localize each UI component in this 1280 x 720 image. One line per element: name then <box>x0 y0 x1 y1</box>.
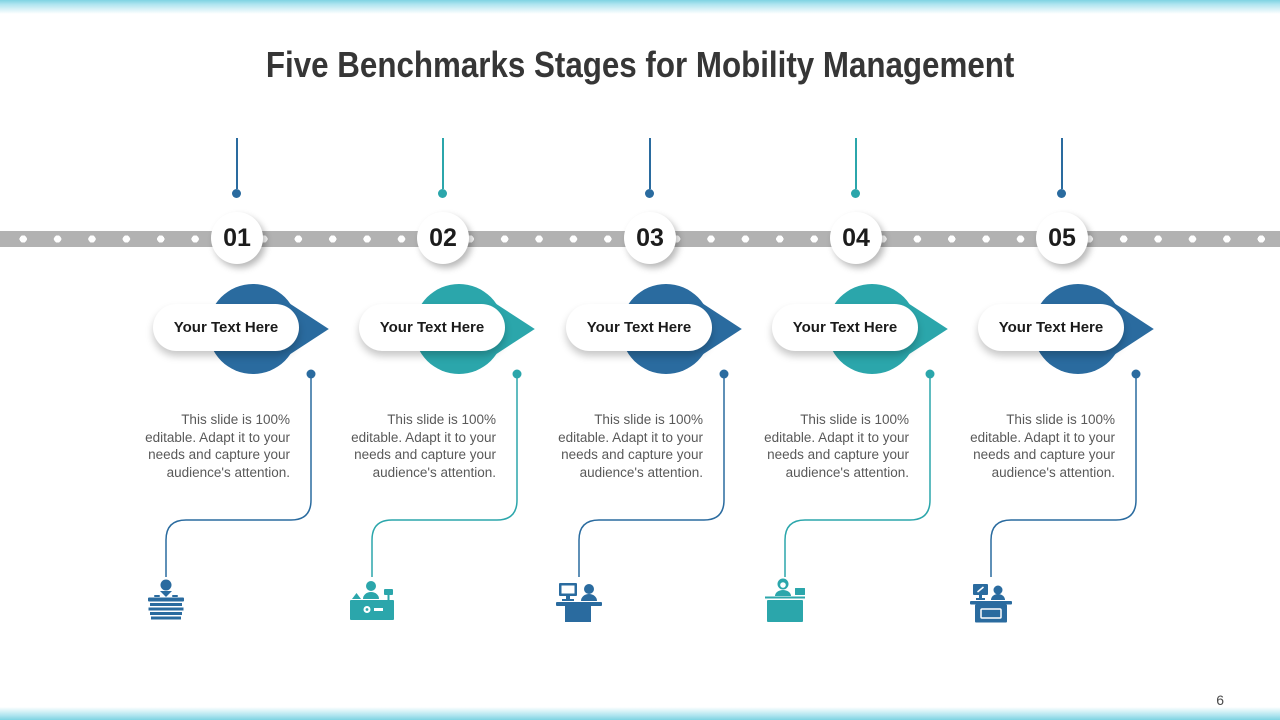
stage-5-connector-line <box>990 369 1141 577</box>
stage-4: 04 Your Text Here This slide is 100% edi… <box>753 0 959 720</box>
stage-1-number-badge[interactable]: 01 <box>211 212 263 264</box>
workstation-desk-icon <box>970 584 1012 623</box>
stage-5-number-badge[interactable]: 05 <box>1036 212 1088 264</box>
manager-at-desk-icon <box>350 581 394 620</box>
stage-1: 01 Your Text Here This slide is 100% edi… <box>134 0 340 720</box>
stage-label: Your Text Here <box>998 319 1104 336</box>
stage-5-stem-dot <box>1057 189 1066 198</box>
stage-4-description: This slide is 100% editable. Adapt it to… <box>764 412 909 480</box>
receptionist-counter-icon <box>765 578 805 622</box>
stage-3-connector-line <box>578 369 729 577</box>
stage-2: 02 Your Text Here This slide is 100% edi… <box>340 0 546 720</box>
stage-5-stem-line <box>1061 138 1063 189</box>
stage-3-description: This slide is 100% editable. Adapt it to… <box>558 412 703 480</box>
stage-4-stem-dot <box>851 189 860 198</box>
stage-label: Your Text Here <box>379 319 485 336</box>
stage-4-number-badge[interactable]: 04 <box>830 212 882 264</box>
stage-number: 05 <box>1048 223 1076 252</box>
stage-3-stem-line <box>649 138 651 189</box>
employee-computer-desk-icon <box>556 583 602 622</box>
stage-2-label-pill[interactable]: Your Text Here <box>359 304 505 351</box>
stage-2-number-badge[interactable]: 02 <box>417 212 469 264</box>
stage-label: Your Text Here <box>173 319 279 336</box>
stage-2-description: This slide is 100% editable. Adapt it to… <box>351 412 496 480</box>
stage-number: 02 <box>429 223 457 252</box>
stage-4-stem-line <box>855 138 857 189</box>
stage-label: Your Text Here <box>792 319 898 336</box>
woman-at-desk-icon <box>148 579 184 620</box>
stage-3: 03 Your Text Here This slide is 100% edi… <box>547 0 753 720</box>
top-accent-bar <box>0 0 1280 14</box>
stage-1-connector-line <box>165 369 316 577</box>
page-number: 6 <box>1216 692 1224 708</box>
stage-3-number-badge[interactable]: 03 <box>624 212 676 264</box>
page-title: Five Benchmarks Stages for Mobility Mana… <box>265 44 1015 86</box>
stage-2-stem-line <box>442 138 444 189</box>
stage-5: 05 Your Text Here This slide is 100% edi… <box>959 0 1165 720</box>
title-area: Five Benchmarks Stages for Mobility Mana… <box>0 20 1280 110</box>
stage-3-label-pill[interactable]: Your Text Here <box>566 304 712 351</box>
stage-4-connector-line <box>784 369 935 577</box>
stage-4-label-pill[interactable]: Your Text Here <box>772 304 918 351</box>
stage-1-stem-line <box>236 138 238 189</box>
stage-3-stem-dot <box>645 189 654 198</box>
stage-number: 03 <box>636 223 664 252</box>
stage-1-label-pill[interactable]: Your Text Here <box>153 304 299 351</box>
stage-number: 04 <box>842 223 870 252</box>
stage-number: 01 <box>223 223 251 252</box>
stage-label: Your Text Here <box>586 319 692 336</box>
stage-1-description: This slide is 100% editable. Adapt it to… <box>145 412 290 480</box>
stage-1-stem-dot <box>232 189 241 198</box>
stage-2-connector-line <box>371 369 522 577</box>
stage-5-description: This slide is 100% editable. Adapt it to… <box>970 412 1115 480</box>
stage-2-stem-dot <box>438 189 447 198</box>
stage-5-label-pill[interactable]: Your Text Here <box>978 304 1124 351</box>
bottom-accent-bar <box>0 707 1280 720</box>
